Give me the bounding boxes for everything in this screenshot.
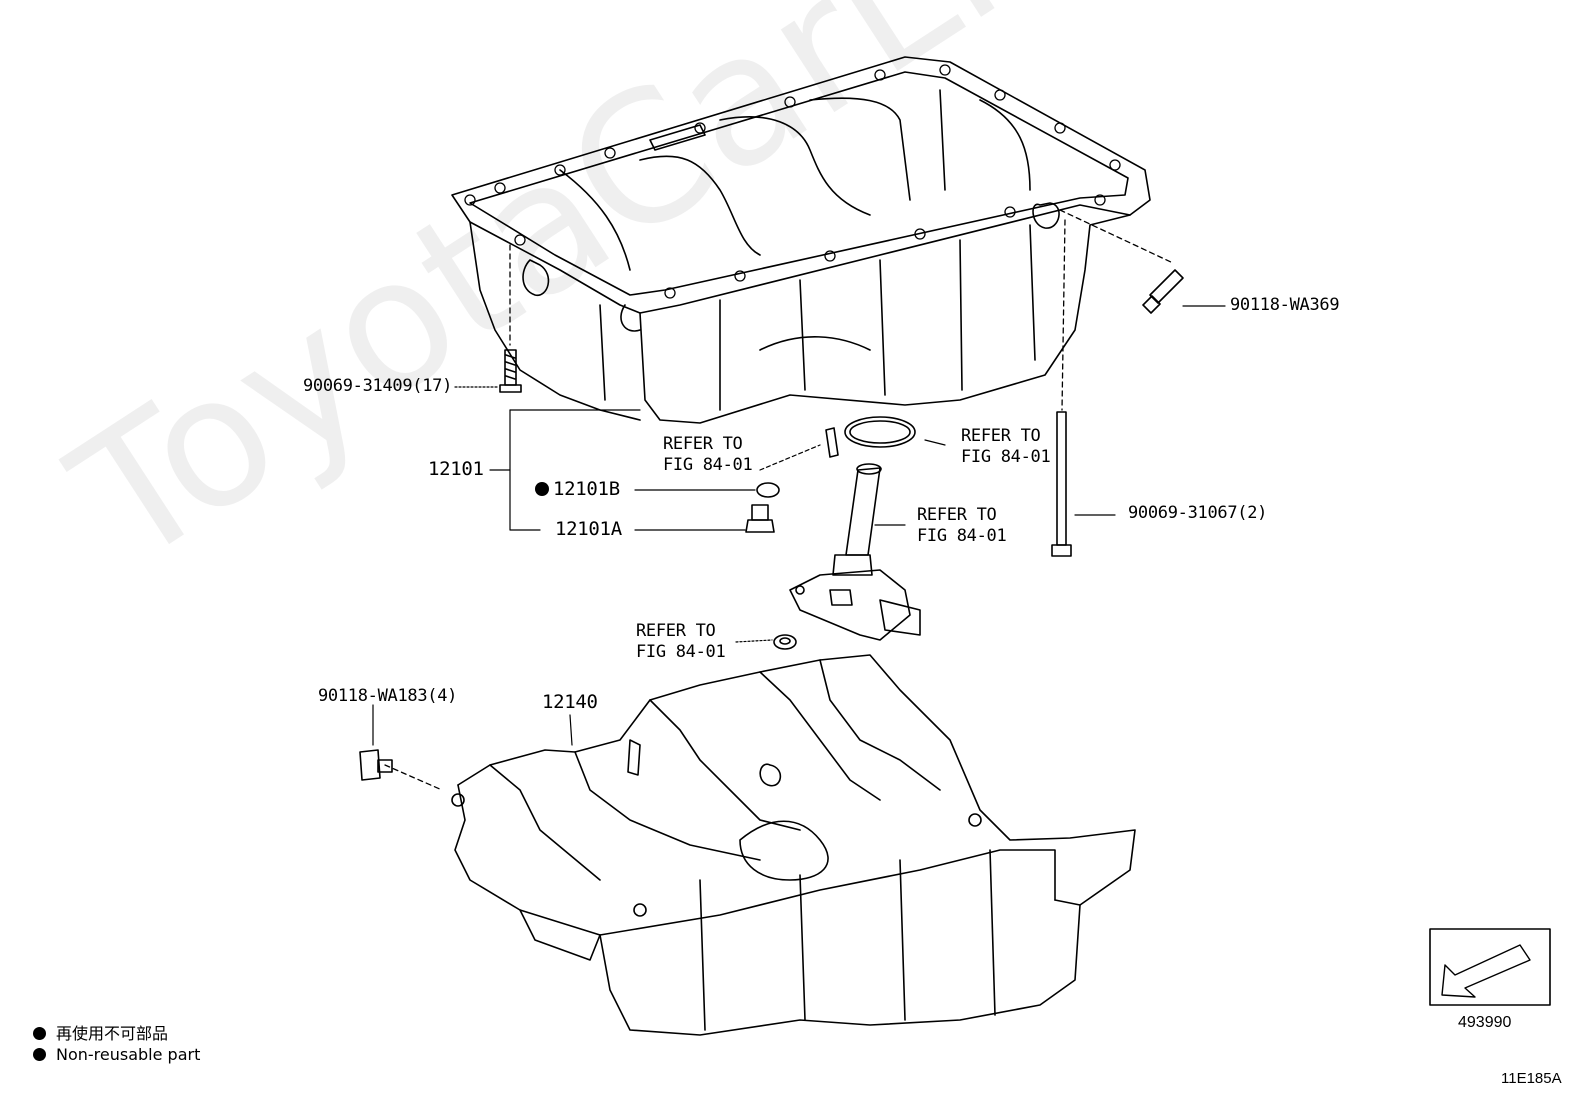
refer-label-2: REFER TO FIG 84-01 (961, 426, 1051, 468)
bolt-31067-drawing (1051, 411, 1072, 557)
refer-line-4b: FIG 84-01 (636, 642, 726, 662)
legend-jp-text: 再使用不可部品 (56, 1024, 169, 1043)
label-12140: 12140 (542, 691, 598, 713)
refer-line-4a: REFER TO (636, 621, 716, 641)
bolt-wa183-drawing (359, 749, 393, 781)
label-bolt-31067: 90069-31067(2) (1128, 503, 1268, 523)
lower-oil-pan-drawing (451, 654, 1136, 1036)
drain-gasket-drawing (756, 482, 780, 498)
refer-line-1a: REFER TO (663, 434, 743, 454)
bolt-31409-drawing (499, 349, 522, 393)
legend-en-text: Non-reusable part (56, 1045, 201, 1064)
label-bolt-wa369: 90118-WA369 (1230, 295, 1340, 315)
oil-level-sensor-drawing (789, 463, 921, 641)
bolt-wa369-drawing (1142, 269, 1184, 314)
non-reusable-dot-icon (535, 482, 549, 496)
legend-dot-icon (33, 1027, 46, 1040)
refer-line-3b: FIG 84-01 (917, 526, 1007, 546)
refer-label-3: REFER TO FIG 84-01 (917, 505, 1007, 547)
label-12101: 12101 (428, 458, 484, 480)
o-ring-drawing (844, 416, 916, 448)
refer-line-3a: REFER TO (917, 505, 997, 525)
label-bolt-wa183: 90118-WA183(4) (318, 686, 458, 706)
label-12101b-text: 12101B (553, 478, 620, 500)
refer-label-1: REFER TO FIG 84-01 (663, 434, 753, 476)
label-12101a: 12101A (555, 518, 622, 540)
upper-oil-pan-drawing (451, 56, 1151, 424)
figure-code: 11E185A (1501, 1070, 1562, 1087)
refer-line-1b: FIG 84-01 (663, 455, 753, 475)
pin-drawing (825, 427, 839, 458)
view-code: 493990 (1458, 1014, 1512, 1031)
legend-dot-icon (33, 1048, 46, 1061)
refer-line-2a: REFER TO (961, 426, 1041, 446)
sensor-nut-drawing (773, 634, 797, 650)
refer-label-4: REFER TO FIG 84-01 (636, 621, 726, 663)
view-direction-box (1429, 928, 1551, 1006)
legend-jp: 再使用不可部品 (33, 1020, 168, 1044)
legend-en: Non-reusable part (33, 1045, 200, 1064)
drain-plug-drawing (745, 504, 775, 533)
refer-line-2b: FIG 84-01 (961, 447, 1051, 467)
label-12101b: 12101B (535, 479, 620, 500)
label-bolt-31409: 90069-31409(17) (303, 376, 453, 396)
